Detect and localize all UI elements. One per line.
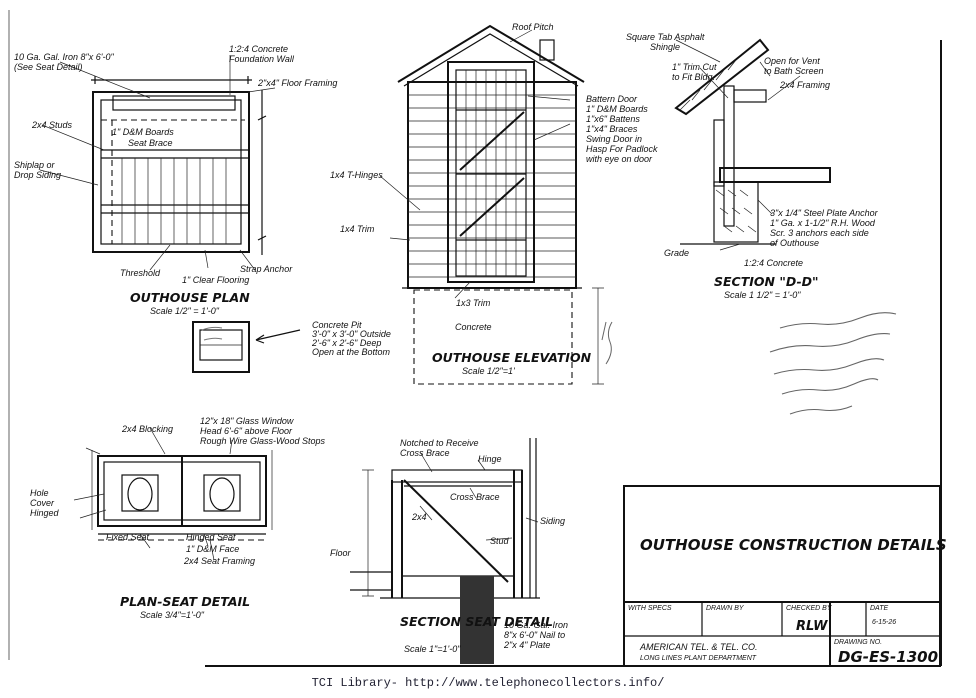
section-dd-title: SECTION "D-D" xyxy=(714,274,819,289)
section-dd-view xyxy=(674,38,831,251)
elev-label-15: Open at the Bottom xyxy=(312,347,391,357)
plan-label-11: Threshold xyxy=(120,268,161,278)
plan-label-6: 2x4 Studs xyxy=(31,120,73,130)
seat-label-2: 12"x 18" Glass Window xyxy=(200,416,294,426)
plan-label-7: 1" D&M Boards xyxy=(112,127,174,137)
seat-label-19: Floor xyxy=(330,548,352,558)
seat-label-4: Rough Wire Glass-Wood Stops xyxy=(200,436,325,446)
plan-seat-scale: Scale 3/4"=1'-0" xyxy=(140,610,205,620)
section-seat-title: SECTION SEAT DETAIL xyxy=(400,614,553,629)
elev-label-4: 1"x6" Battens xyxy=(586,114,640,124)
seat-label-5: Hole xyxy=(30,488,49,498)
outhouse-plan-view xyxy=(39,55,276,271)
field-drawing-no: DRAWING NO. xyxy=(834,639,882,646)
elev-label-3: 1" D&M Boards xyxy=(586,104,648,114)
drawing-number: DG-ES-1300 xyxy=(838,648,938,666)
elev-label-2: Battern Door xyxy=(586,94,638,104)
sect-label-6: to Bath Screen xyxy=(764,66,824,76)
plan-title: OUTHOUSE PLAN xyxy=(130,290,250,305)
field-date: DATE xyxy=(870,605,888,612)
seat-label-12: Notched to Receive xyxy=(400,438,479,448)
plan-label-13: Strap Anchor xyxy=(240,264,293,274)
elev-label-8: with eye on door xyxy=(586,154,653,164)
section-seat-detail-view xyxy=(350,438,540,664)
seat-label-15: Cross Brace xyxy=(450,492,500,502)
seat-label-22: 2"x 4" Plate xyxy=(503,640,550,650)
seat-label-17: Siding xyxy=(540,516,565,526)
company-name: AMERICAN TEL. & TEL. CO. xyxy=(639,642,758,652)
elev-label-12: Concrete Pit xyxy=(312,320,362,330)
seat-label-1: 2x4 Blocking xyxy=(121,424,173,434)
sect-label-4: to Fit Bldg. xyxy=(672,72,715,82)
plan-label-9: Shiplap or xyxy=(14,160,56,170)
sect-label-11: of Outhouse xyxy=(770,238,819,248)
seat-label-18: Stud xyxy=(490,536,510,546)
drawing-title: OUTHOUSE CONSTRUCTION DETAILS xyxy=(640,536,947,554)
footer-source-credit: TCI Library- http://www.telephonecollect… xyxy=(311,676,665,690)
seat-label-16: 2x4 xyxy=(411,512,427,522)
elev-label-13: 3'-0" x 3'-0" Outside xyxy=(312,329,391,339)
seat-label-8: Fixed Seat xyxy=(106,532,150,542)
title-block xyxy=(623,485,941,667)
section-dd-scale: Scale 1 1/2" = 1'-0" xyxy=(724,290,801,300)
sect-label-8: 3"x 1/4" Steel Plate Anchor xyxy=(770,208,879,218)
plan-scale: Scale 1/2" = 1'-0" xyxy=(150,306,220,316)
sect-label-2: Shingle xyxy=(650,42,680,52)
plan-seat-title: PLAN-SEAT DETAIL xyxy=(120,594,250,609)
sect-label-12: 1:2:4 Concrete xyxy=(744,258,803,268)
elev-label-16: Concrete xyxy=(455,322,492,332)
seat-label-7: Hinged xyxy=(30,508,60,518)
sect-label-13: Grade xyxy=(664,248,689,258)
seat-label-14: Hinge xyxy=(478,454,502,464)
elev-label-9: 1x4 T-Hinges xyxy=(330,170,383,180)
plan-label-5: 2"x4" Floor Framing xyxy=(257,78,337,88)
sect-label-5: Open for Vent xyxy=(764,56,820,66)
sect-label-3: 1" Trim Cut xyxy=(672,62,717,72)
section-seat-scale: Scale 1"=1'-0" xyxy=(404,644,461,654)
department-name: LONG LINES PLANT DEPARTMENT xyxy=(640,655,757,662)
plan-label-4: Foundation Wall xyxy=(229,54,295,64)
elev-label-7: Hasp For Padlock xyxy=(586,144,658,154)
elev-label-5: 1"x4" Braces xyxy=(586,124,638,134)
plan-label-1: 10 Ga. Gal. Iron 8"x 6'-0" xyxy=(14,52,114,62)
seat-label-10: 1" D&M Face xyxy=(186,544,239,554)
elev-label-10: 1x4 Trim xyxy=(340,224,375,234)
plan-label-2: (See Seat Detail) xyxy=(14,62,83,72)
elev-label-14: 2'-6" x 2'-6" Deep xyxy=(311,338,381,348)
sect-label-10: Scr. 3 anchors each side xyxy=(770,228,869,238)
seat-label-21: 8"x 6'-0" Nail to xyxy=(504,630,565,640)
pit-sketch xyxy=(192,321,301,373)
elev-label-6: Swing Door in xyxy=(586,134,642,144)
date-value: 6-15-26 xyxy=(872,619,896,626)
elev-label-11: 1x3 Trim xyxy=(456,298,491,308)
plan-seat-detail-view xyxy=(73,427,273,561)
field-drawn-by: DRAWN BY xyxy=(706,605,745,612)
sect-label-7: 2x4 Framing xyxy=(779,80,830,90)
pencil-handwriting-notes xyxy=(201,312,897,415)
seat-label-20: 10 Ga. Gal. Iron xyxy=(504,620,568,630)
seat-label-11: 2x4 Seat Framing xyxy=(183,556,255,566)
elevation-title: OUTHOUSE ELEVATION xyxy=(432,350,592,365)
elevation-scale: Scale 1/2"=1' xyxy=(462,366,515,376)
outhouse-elevation-view xyxy=(379,24,604,385)
field-with-specs: WITH SPECS xyxy=(628,605,672,612)
sect-label-1: Square Tab Asphalt xyxy=(626,32,705,42)
sect-label-9: 1" Ga. x 1-1/2" R.H. Wood xyxy=(770,218,876,228)
field-checked-by: CHECKED BY xyxy=(786,605,833,612)
plan-label-12: 1" Clear Flooring xyxy=(182,275,249,285)
elev-label-1: Roof Pitch xyxy=(512,22,554,32)
plan-label-8: Seat Brace xyxy=(128,138,173,148)
seat-label-13: Cross Brace xyxy=(400,448,450,458)
seat-label-6: Cover xyxy=(30,498,55,508)
checked-initials: RLW xyxy=(796,619,828,634)
plan-label-10: Drop Siding xyxy=(14,170,61,180)
seat-label-3: Head 6'-6" above Floor xyxy=(200,426,293,436)
plan-label-3: 1:2:4 Concrete xyxy=(229,44,288,54)
seat-label-9: Hinged Seat xyxy=(186,532,236,542)
